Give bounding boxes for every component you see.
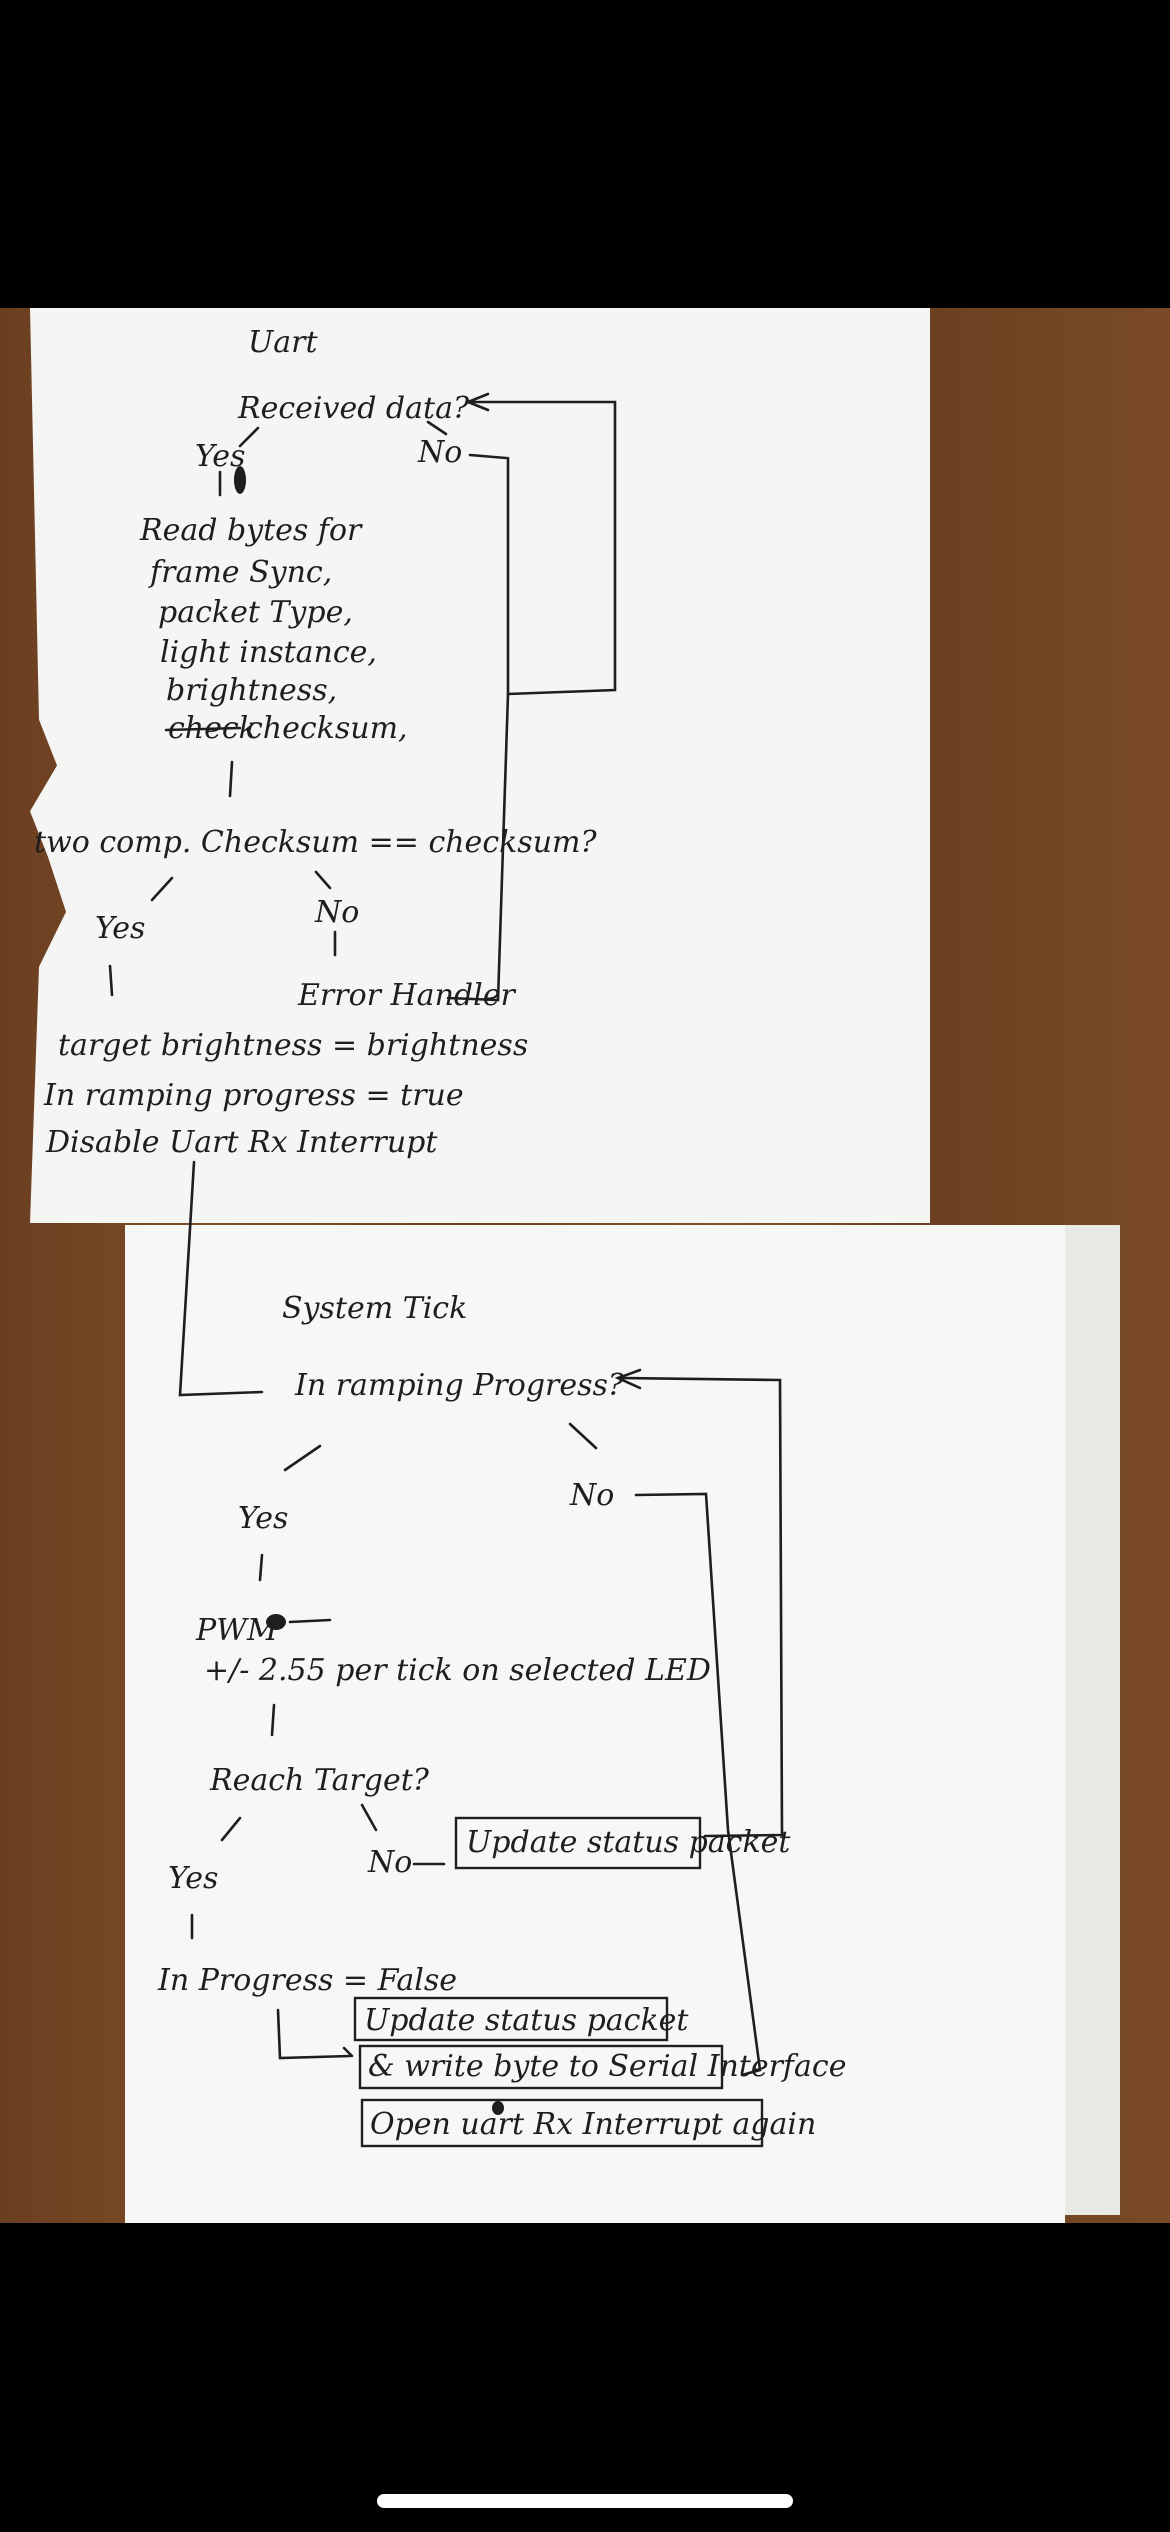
yes2-down-line (108, 964, 114, 997)
final-box-write-byte (358, 2044, 724, 2090)
uart-loop-arrowhead (464, 392, 490, 412)
update-status-text: Update status packet (466, 1825, 791, 1860)
update-status-box (454, 1816, 702, 1870)
final-box-3-text: Open uart Rx Interrupt again (370, 2107, 816, 2142)
final-arrow-tip (342, 2046, 354, 2058)
paper-sheet-edge (1060, 1225, 1120, 2215)
read-line-2: frame Sync, (148, 555, 332, 590)
tick-yes-branch-line (283, 1444, 322, 1472)
read-line-3: packet Type, (158, 595, 353, 630)
yes2-label: Yes (95, 911, 145, 946)
reach-yes-branch-line (220, 1816, 242, 1842)
yes-branch-line (238, 426, 260, 448)
final-box-open-interrupt (360, 2098, 764, 2148)
ink-blot (234, 466, 246, 494)
tick-no-branch-line (568, 1422, 598, 1450)
ramping-question: In ramping Progress? (294, 1368, 625, 1403)
action-disable-interrupt: Disable Uart Rx Interrupt (45, 1125, 438, 1160)
read-line-6: checksum, (246, 711, 408, 746)
pwm-strikethrough (288, 1618, 332, 1624)
home-indicator[interactable] (377, 2494, 793, 2508)
read-line-4: light instance, (160, 635, 377, 670)
no2-label: No (314, 895, 359, 930)
tick-loop-line (616, 1376, 784, 1838)
error-handler-connector (446, 692, 510, 1002)
ink-blot-2 (266, 1614, 286, 1630)
action-target-brightness: target brightness = brightness (58, 1028, 528, 1063)
reach-no-label: No (367, 1845, 412, 1880)
uart-title: Uart (248, 325, 319, 360)
uart-to-tick-connector (178, 1160, 264, 1397)
reach-yes-label: Yes (168, 1861, 218, 1896)
pwm-down-line (270, 1703, 276, 1737)
read-down-line (228, 760, 234, 798)
tick-yes-down-line (258, 1553, 264, 1582)
tick-no-connector (634, 1492, 762, 2077)
final-box-update-status (353, 1996, 669, 2042)
no-label: No (417, 435, 462, 470)
final-action-boxes: Update status packet & write byte to Ser… (353, 1996, 846, 2148)
ink-blot-3 (492, 2101, 504, 2115)
pwm-label: PWM (195, 1613, 279, 1648)
read-line-1: Read bytes for (139, 513, 363, 548)
tick-title: System Tick (282, 1291, 467, 1326)
received-data-question: Received data? (237, 391, 470, 426)
no-connector-line (468, 453, 508, 460)
checksum-question: two comp. Checksum == checksum? (34, 825, 597, 860)
tick-yes-label: Yes (238, 1501, 288, 1536)
action-ramping-true: In ramping progress = true (43, 1078, 464, 1113)
tick-loop-arrowhead (614, 1368, 642, 1390)
read-line-5: brightness, (166, 673, 337, 708)
no-branch-line (426, 420, 448, 436)
yes2-branch-line (150, 876, 174, 902)
error-handler: Error Handler (297, 978, 516, 1013)
strikethrough-line (164, 726, 242, 732)
pwm-rate: +/- 2.55 per tick on selected LED (204, 1653, 711, 1688)
reach-no-branch-line (360, 1803, 378, 1832)
tick-no-label: No (569, 1478, 614, 1513)
final-box-2-text: & write byte to Serial Interface (368, 2049, 846, 2084)
in-progress-false: In Progress = False (157, 1963, 457, 1998)
reach-target-question: Reach Target? (209, 1763, 430, 1798)
read-bytes-block: Read bytes for frame Sync, packet Type, … (139, 513, 408, 746)
to-final-box-connector (276, 2008, 352, 2060)
no2-branch-line (314, 870, 332, 890)
final-box-1-text: Update status packet (364, 2003, 689, 2038)
uart-loop-line (468, 400, 617, 696)
paper-sheet-uart (30, 308, 930, 1223)
